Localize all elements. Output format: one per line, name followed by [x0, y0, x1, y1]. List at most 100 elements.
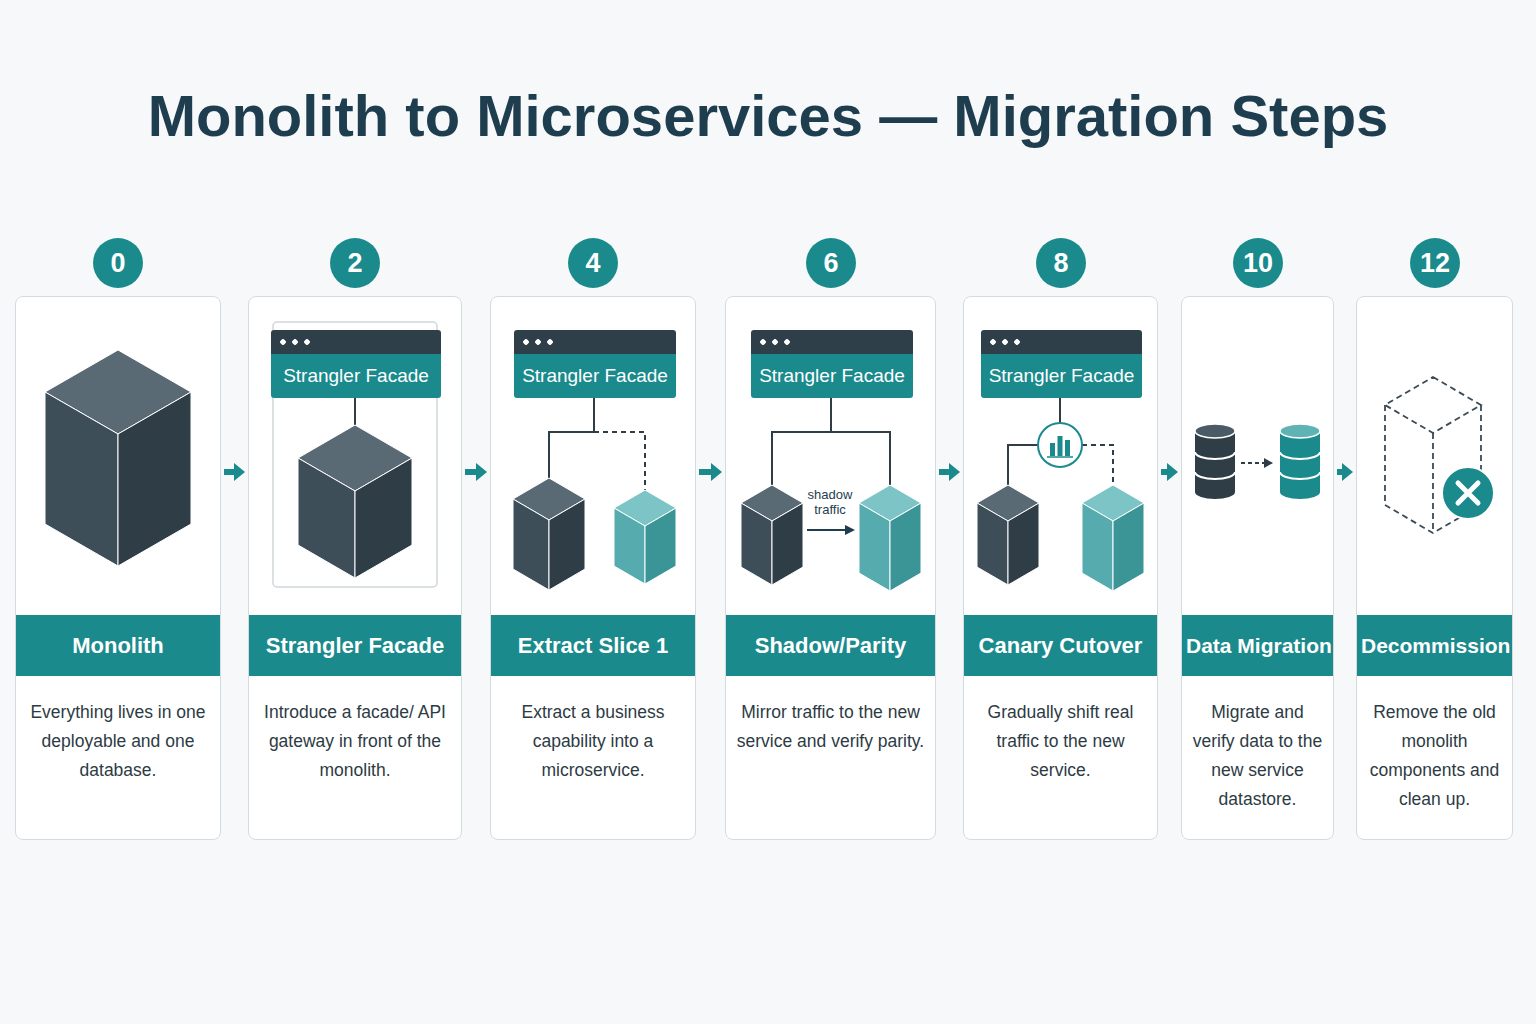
database-icon	[1280, 424, 1320, 438]
step-description: Mirror traffic to the new service and ve…	[726, 698, 935, 756]
step-number-badge: 12	[1410, 238, 1460, 288]
step-number-badge: 4	[568, 238, 618, 288]
step-number: 2	[330, 238, 380, 288]
monolith-cube	[118, 392, 191, 566]
service-cube	[645, 508, 676, 584]
remove-icon	[1442, 467, 1494, 519]
annotation-label: shadow traffic	[800, 487, 860, 517]
facade-bar: Strangler Facade	[514, 330, 676, 398]
database-icon	[1195, 424, 1235, 438]
step-arrow	[224, 463, 245, 481]
service-cube	[859, 503, 890, 591]
shadow-arrow	[845, 525, 855, 535]
monolith-cube	[549, 499, 585, 590]
step-heading: Extract Slice 1	[491, 615, 695, 676]
connector-line	[1082, 445, 1113, 485]
service-cube	[890, 503, 921, 591]
metrics-icon	[1050, 443, 1055, 456]
database-icon	[1280, 431, 1320, 499]
metrics-icon	[1065, 440, 1070, 456]
service-cube	[859, 485, 921, 591]
step-arrow	[939, 463, 960, 481]
metrics-icon	[1038, 423, 1082, 467]
card-fill	[248, 296, 462, 840]
step-number: 0	[93, 238, 143, 288]
metrics-icon	[1038, 423, 1082, 467]
step-number: 12	[1410, 238, 1460, 288]
step-number-badge: 2	[330, 238, 380, 288]
step-number: 10	[1233, 238, 1283, 288]
database-icon	[1195, 452, 1235, 479]
shadow-arrow	[807, 529, 847, 531]
service-cube	[1082, 503, 1113, 591]
step-number-badge: 0	[93, 238, 143, 288]
step-number: 4	[568, 238, 618, 288]
step-number-badge: 6	[806, 238, 856, 288]
service-cube	[1113, 503, 1144, 591]
step-heading: Monolith	[16, 615, 220, 676]
monolith-cube	[355, 458, 412, 578]
step-heading: Data Migration	[1182, 615, 1333, 676]
arrow-head	[1342, 463, 1353, 481]
step-description: Everything lives in one deployable and o…	[16, 698, 220, 785]
monolith-cube	[977, 503, 1008, 585]
facade-bar: Strangler Facade	[981, 330, 1142, 398]
facade-label: Strangler Facade	[751, 354, 913, 398]
step-description: Extract a business capability into a mic…	[491, 698, 695, 785]
step-description: Introduce a facade/ API gateway in front…	[249, 698, 461, 785]
monolith-cube	[1008, 503, 1039, 585]
diagram-title: Monolith to Microservices — Migration St…	[0, 82, 1536, 149]
step-arrow	[1161, 463, 1178, 481]
monolith-cube	[772, 503, 803, 585]
connector-line	[1008, 397, 1113, 485]
monolith-cube	[513, 478, 585, 590]
connector-line	[772, 397, 890, 485]
connector-line	[772, 432, 890, 485]
monolith-cube	[977, 485, 1039, 585]
arrow-head	[234, 463, 245, 481]
database-icon	[1195, 431, 1235, 499]
monolith-cube	[45, 350, 191, 566]
card-fill	[15, 296, 1513, 840]
monolith-cube	[741, 485, 803, 585]
facade-label: Strangler Facade	[271, 354, 441, 398]
step-heading: Canary Cutover	[964, 615, 1157, 676]
monolith-cube	[298, 425, 412, 578]
connector-line	[830, 397, 832, 432]
migration-arrow	[1241, 458, 1273, 468]
facade-label: Strangler Facade	[981, 354, 1142, 398]
card-fill	[15, 296, 221, 840]
metrics-icon	[1058, 436, 1063, 456]
step-arrow	[699, 463, 722, 481]
step-arrow	[1337, 463, 1353, 481]
step-number: 6	[806, 238, 856, 288]
remove-icon	[1458, 483, 1478, 503]
step-number: 8	[1036, 238, 1086, 288]
removed-cube	[1385, 377, 1481, 433]
step-description: Gradually shift real traffic to the new …	[964, 698, 1157, 785]
card-fill	[1181, 296, 1334, 840]
step-number-badge: 8	[1036, 238, 1086, 288]
connector-line	[549, 397, 645, 490]
service-cube	[614, 508, 645, 584]
database-icon	[1280, 452, 1320, 479]
step-card: DecommissionRemove the old monolith comp…	[1356, 296, 1513, 840]
connector-line	[549, 397, 594, 478]
step-heading: Strangler Facade	[249, 615, 461, 676]
step-card: Shadow/ParityMirror traffic to the new s…	[725, 296, 936, 840]
service-cube	[614, 490, 676, 584]
monolith-cube	[741, 503, 772, 585]
service-cube	[1082, 485, 1144, 591]
arrow-head	[711, 463, 722, 481]
migration-arrow	[1264, 458, 1273, 468]
step-arrow	[465, 463, 487, 481]
facade-bar: Strangler Facade	[271, 330, 441, 398]
connector-line	[1008, 445, 1038, 485]
step-heading: Shadow/Parity	[726, 615, 935, 676]
card-fill	[963, 296, 1158, 840]
removed-cube	[1432, 433, 1434, 533]
arrow-shaft	[699, 469, 713, 475]
